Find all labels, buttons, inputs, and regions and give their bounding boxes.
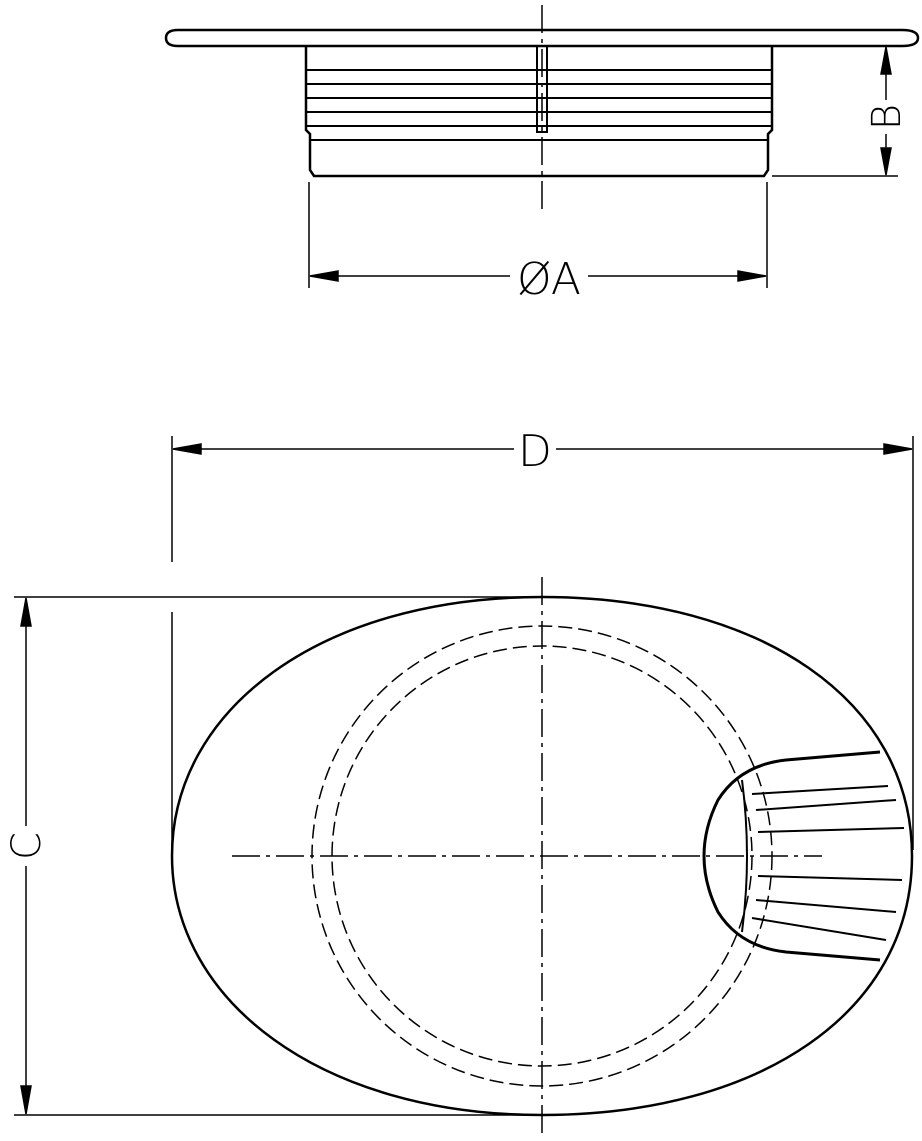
side-view: [164, 5, 920, 288]
label-diameter-a: ØA: [517, 254, 581, 305]
outlet-ribs: [751, 785, 905, 941]
thread-lines: [306, 69, 772, 141]
label-height-c: C: [4, 832, 50, 860]
top-view: [14, 436, 914, 1138]
dimension-c: [14, 596, 540, 1116]
label-width-d: D: [518, 426, 552, 477]
threaded-body: [304, 46, 774, 178]
center-slot: [536, 45, 548, 133]
cable-outlet: [702, 750, 905, 962]
label-height-b: B: [864, 104, 910, 130]
dimension-b: [772, 46, 898, 177]
dimension-a: [308, 182, 768, 288]
dimension-d: [171, 436, 914, 850]
flange: [164, 28, 920, 48]
